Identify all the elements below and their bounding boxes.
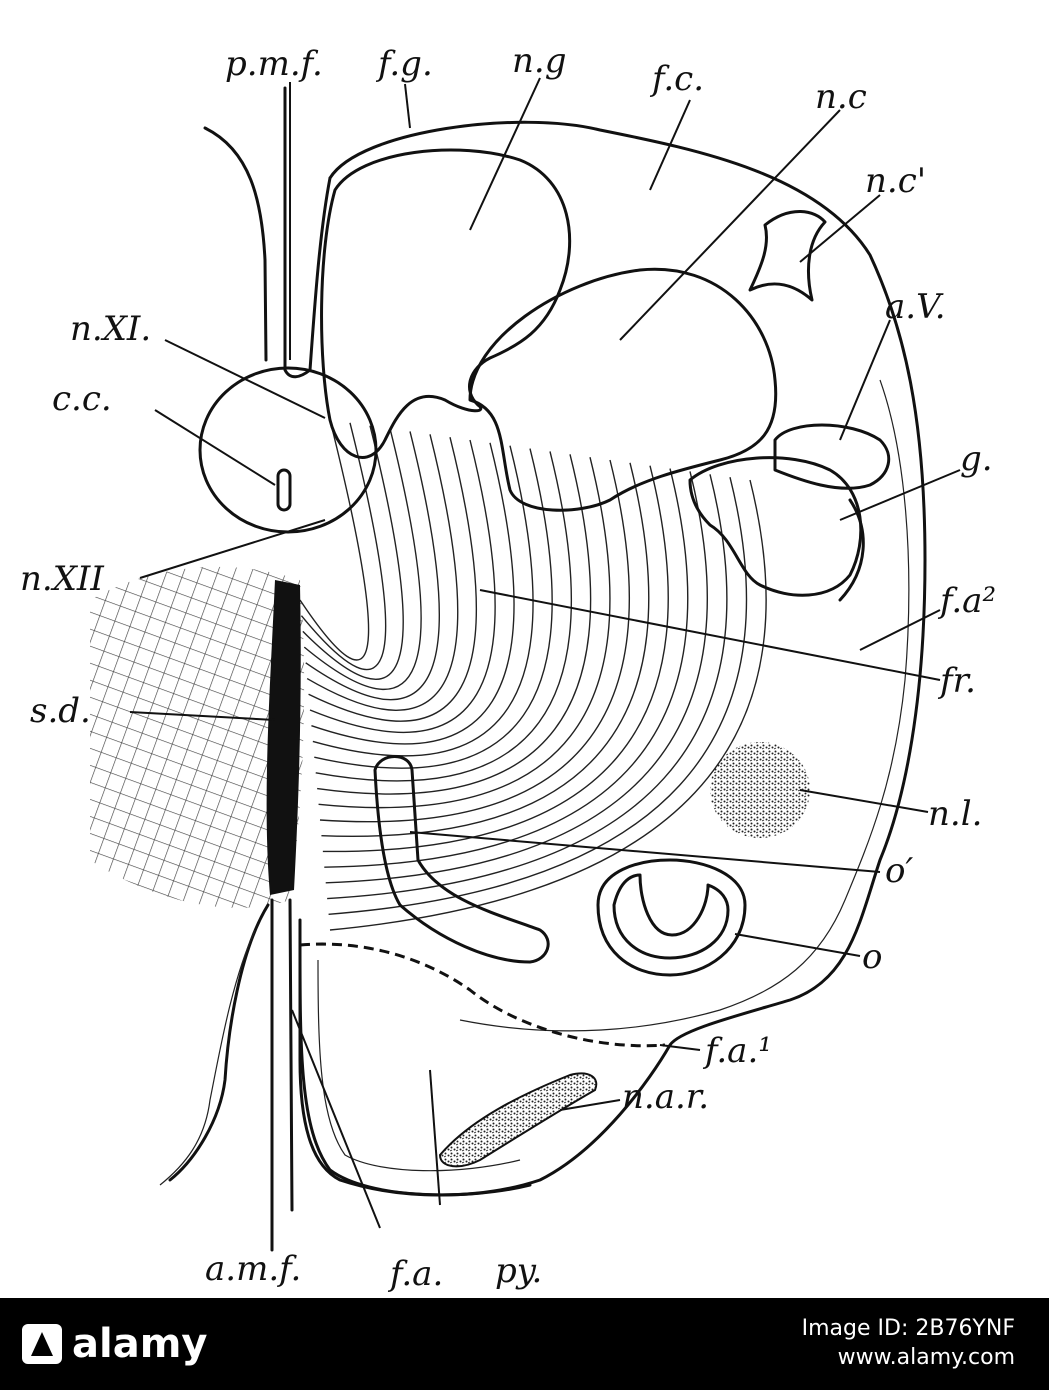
raphe-dark-line bbox=[266, 580, 301, 895]
label-fr: fr. bbox=[937, 661, 976, 701]
label-g: g. bbox=[960, 439, 993, 479]
fiber-line bbox=[328, 476, 748, 915]
posterior-median-fissure bbox=[203, 126, 268, 362]
medulla-section-diagram: p.m.f. f.g. n.g f.c. n.c n.c' a.V. n.XI.… bbox=[20, 41, 996, 1294]
fiber-line bbox=[319, 459, 630, 823]
label-nar: n.a.r. bbox=[622, 1077, 709, 1117]
fiber-line bbox=[325, 471, 709, 884]
fiber-line bbox=[318, 456, 611, 809]
fiber-line bbox=[311, 442, 515, 745]
inferior-olive bbox=[596, 858, 747, 977]
image-id-text: Image ID: 2B76YNF bbox=[801, 1316, 1015, 1342]
label-nXI: n.XI. bbox=[70, 309, 151, 349]
fiber-line bbox=[322, 465, 669, 853]
label-nl: n.l. bbox=[928, 794, 982, 834]
watermark-footer: alamy Image ID: 2B76YNF www.alamy.com bbox=[0, 1298, 1049, 1390]
label-aV: a.V. bbox=[885, 287, 946, 327]
ascending-root-V bbox=[773, 423, 891, 490]
fiber-line bbox=[300, 422, 387, 671]
pyramid-inner bbox=[317, 959, 521, 1172]
fiber-line bbox=[321, 462, 650, 838]
pyramid-left-inner bbox=[159, 929, 256, 1186]
site-url: www.alamy.com bbox=[837, 1345, 1015, 1370]
fiber-line bbox=[303, 428, 422, 690]
label-sd: s.d. bbox=[30, 691, 91, 731]
brand-logo: alamy bbox=[22, 1321, 207, 1367]
fiber-line bbox=[308, 436, 477, 722]
label-fc: f.c. bbox=[649, 59, 704, 99]
nucleus-arcuatus bbox=[438, 1072, 598, 1168]
fiber-line bbox=[302, 425, 404, 680]
label-nc: n.c bbox=[815, 77, 867, 117]
inferior-olive-inner bbox=[612, 873, 730, 960]
nucleus-lateralis bbox=[710, 742, 810, 838]
fiber-line bbox=[309, 439, 496, 734]
label-fa2: f.a² bbox=[937, 581, 996, 621]
label-cc: c.c. bbox=[52, 379, 112, 419]
label-ng: n.g bbox=[512, 41, 566, 81]
nucleus-gracilis bbox=[320, 148, 572, 459]
label-nc2: n.c' bbox=[865, 161, 926, 201]
pyramid bbox=[298, 938, 532, 1197]
raphe-crosshatch bbox=[90, 566, 305, 908]
label-fa1: f.a.¹ bbox=[702, 1031, 772, 1071]
accessory-olive bbox=[373, 755, 550, 964]
fiber-line bbox=[324, 468, 689, 868]
arcuate-fibers bbox=[299, 419, 767, 931]
label-fa: f.a. bbox=[387, 1254, 443, 1294]
diagram-figure: p.m.f. f.g. n.g f.c. n.c n.c' a.V. n.XI.… bbox=[20, 41, 997, 1294]
fiber-line bbox=[317, 454, 592, 795]
label-pmf: p.m.f. bbox=[225, 44, 323, 84]
arcuate-boundary-dashed bbox=[299, 942, 666, 1048]
label-o-prime: o′ bbox=[885, 851, 913, 891]
leader-lines bbox=[129, 77, 961, 1229]
fiber-line bbox=[315, 451, 572, 782]
section-inner-rim bbox=[459, 379, 910, 1032]
alamy-triangle-icon bbox=[22, 1324, 62, 1364]
anterior-median-fissure-2 bbox=[288, 898, 294, 1212]
image-id-block: Image ID: 2B76YNF www.alamy.com bbox=[802, 1315, 1015, 1372]
pyramid-left bbox=[168, 903, 270, 1182]
label-nXII: n.XII bbox=[20, 559, 104, 599]
section-outline bbox=[298, 120, 927, 1197]
f-g-outline bbox=[308, 176, 332, 372]
substantia-gelatinosa bbox=[688, 456, 863, 597]
fiber-line bbox=[327, 474, 728, 900]
brand-name: alamy bbox=[72, 1321, 208, 1367]
central-canal bbox=[276, 468, 292, 512]
label-fg: f.g. bbox=[375, 44, 433, 84]
fiber-line bbox=[305, 431, 440, 701]
fiber-line bbox=[306, 434, 459, 711]
nucleus-cuneatus-accessory bbox=[748, 210, 827, 302]
fiber-line bbox=[314, 448, 553, 769]
g-rim bbox=[838, 498, 865, 602]
nucleus-cuneatus bbox=[468, 267, 778, 512]
label-o: o bbox=[862, 937, 882, 977]
label-amf: a.m.f. bbox=[205, 1249, 301, 1289]
posterior-median-fissure-right bbox=[283, 86, 312, 379]
fiber-line bbox=[312, 445, 534, 757]
label-py: py. bbox=[495, 1251, 542, 1291]
